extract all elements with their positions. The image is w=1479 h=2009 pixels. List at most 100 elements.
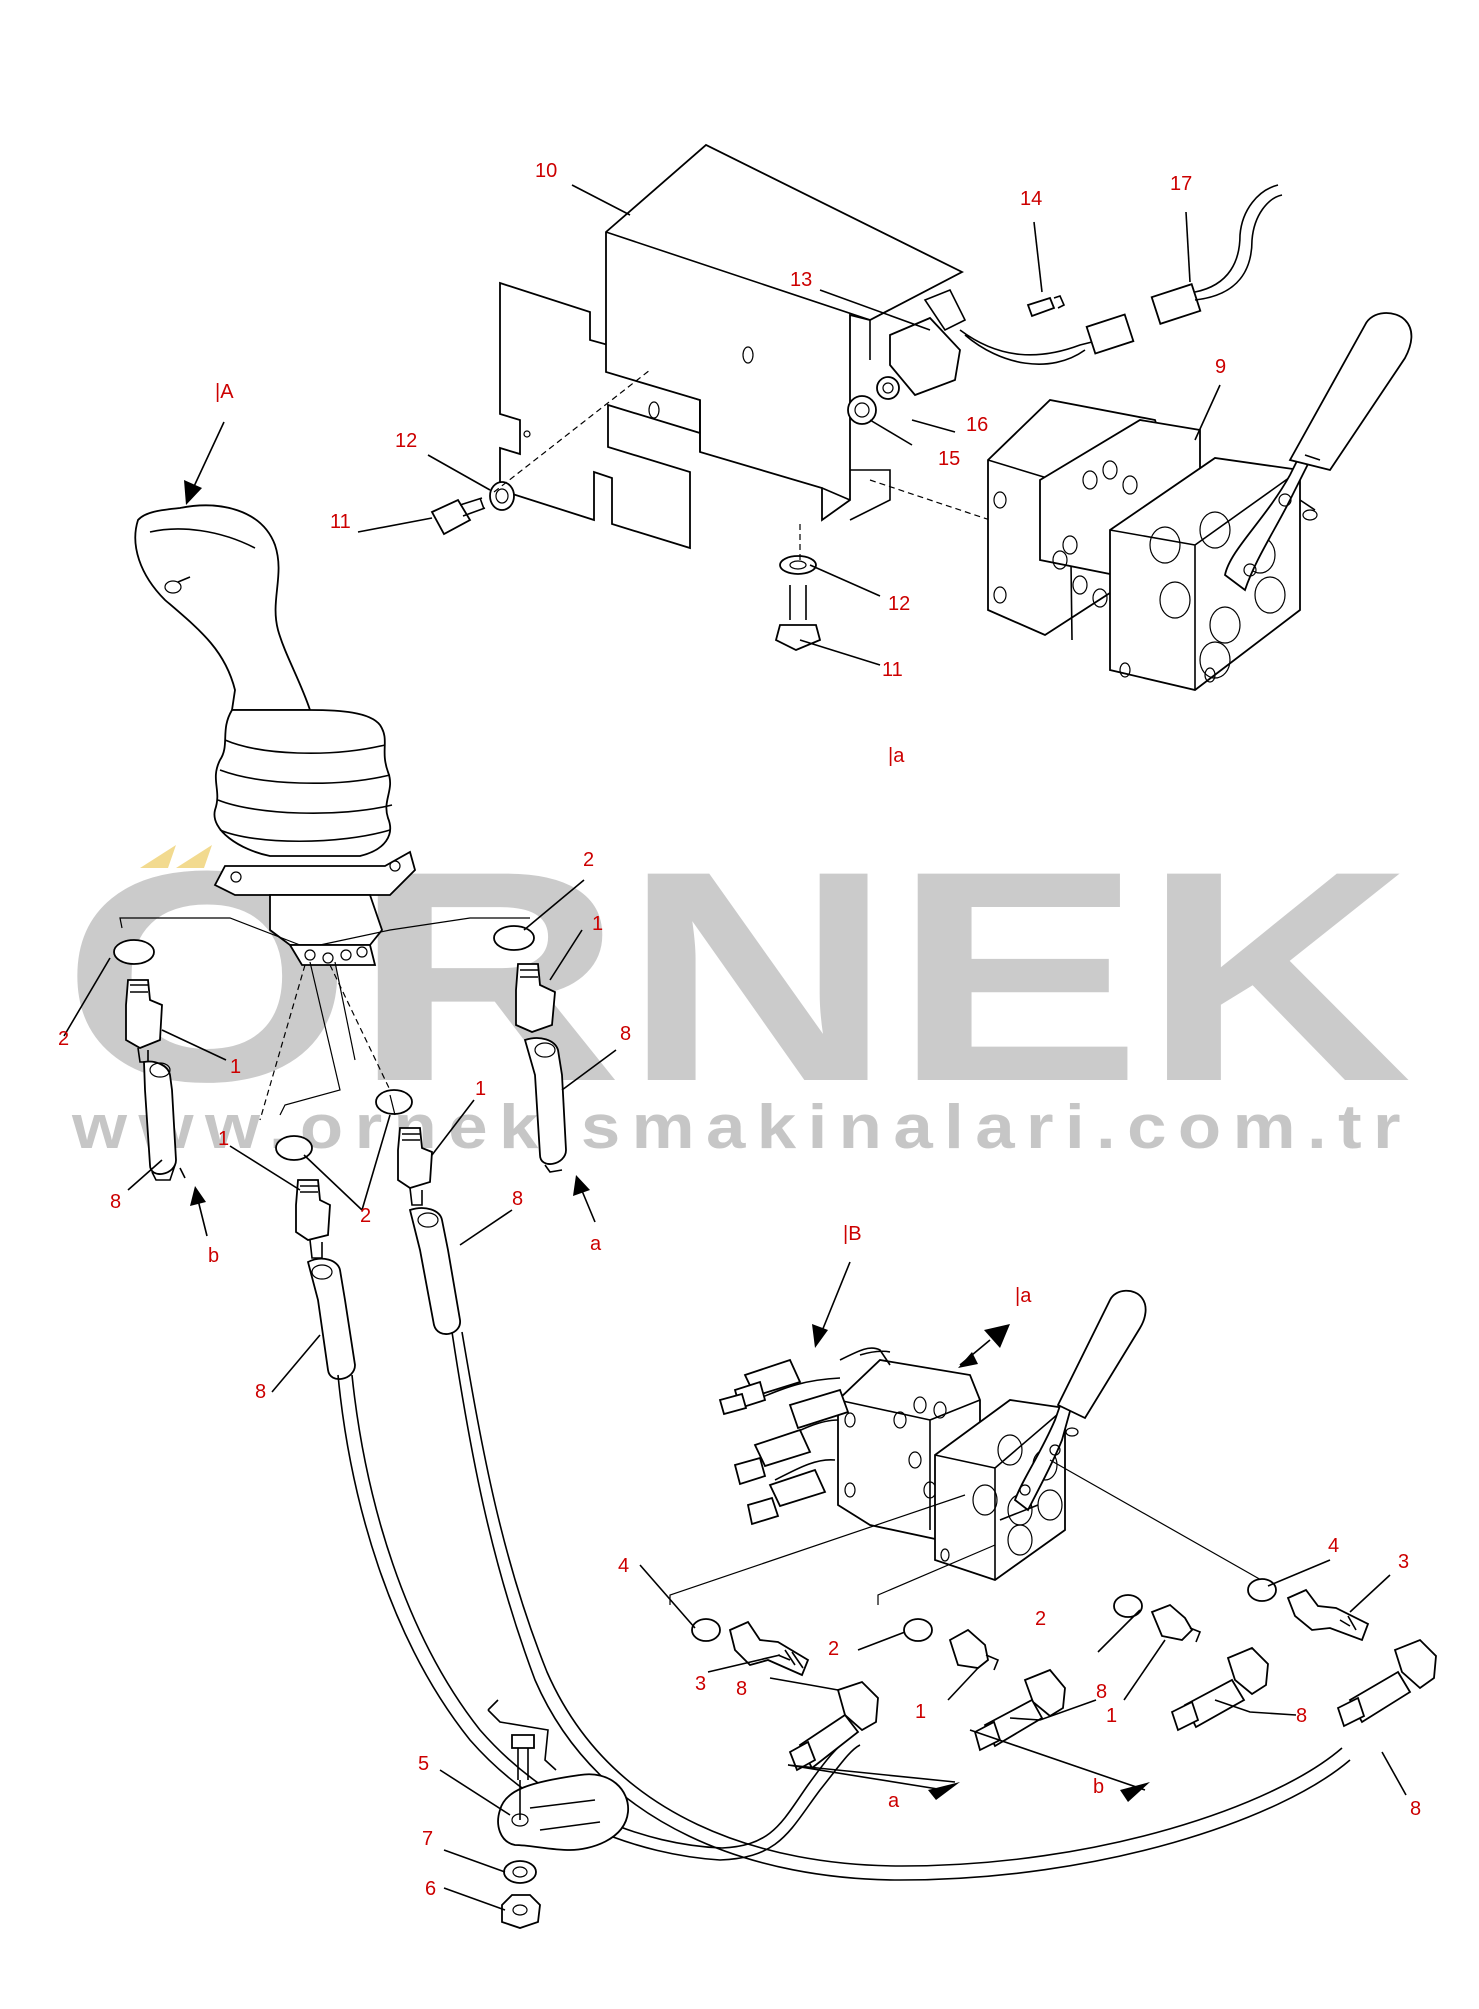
callout-3: 3 bbox=[1398, 1551, 1409, 1573]
callout-3: 3 bbox=[695, 1673, 706, 1695]
bolt-11-left bbox=[430, 498, 472, 536]
callout-2: 2 bbox=[583, 849, 594, 871]
callout-1: 1 bbox=[1106, 1705, 1117, 1727]
callout-16: 16 bbox=[966, 414, 988, 436]
callout-2: 2 bbox=[58, 1028, 69, 1050]
wire-harness bbox=[959, 329, 1101, 365]
view-label-a-bottom: |a bbox=[1015, 1285, 1032, 1307]
callout-8: 8 bbox=[1296, 1705, 1307, 1727]
callout-2: 2 bbox=[1035, 1608, 1046, 1630]
flow-arrow-a2-head bbox=[928, 1782, 960, 1800]
left-fittings bbox=[113, 925, 567, 1380]
callout-14: 14 bbox=[1020, 188, 1042, 210]
o-ring-2-d bbox=[275, 1135, 313, 1161]
callout-labels: 10 14 17 13 9 12 11 16 15 12 11 2 1 8 2 … bbox=[58, 160, 1421, 1900]
hose-elbow-8-h bbox=[1393, 1638, 1437, 1690]
hose-8-d bbox=[306, 1257, 356, 1380]
view-labels: |A |B |a |a bbox=[215, 381, 1032, 1307]
right-fittings bbox=[691, 1578, 1437, 1772]
callout-4: 4 bbox=[1328, 1535, 1339, 1557]
callout-8: 8 bbox=[255, 1381, 266, 1403]
callout-8: 8 bbox=[512, 1188, 523, 1210]
hose-8-a bbox=[143, 1060, 177, 1175]
elbow-3-a bbox=[728, 1620, 810, 1677]
flow-label-b: b bbox=[1093, 1776, 1104, 1798]
o-ring-2-b bbox=[493, 925, 535, 951]
callout-15: 15 bbox=[938, 448, 960, 470]
leader-lines bbox=[63, 184, 1407, 1911]
callout-5: 5 bbox=[418, 1753, 429, 1775]
view-arrow-a bbox=[984, 1324, 1010, 1348]
o-ring-4-b bbox=[1247, 1578, 1277, 1602]
callout-1: 1 bbox=[592, 913, 603, 935]
flow-arrow-b1 bbox=[197, 1199, 208, 1237]
callout-4: 4 bbox=[618, 1555, 629, 1577]
callout-10: 10 bbox=[535, 160, 557, 182]
callout-1: 1 bbox=[230, 1056, 241, 1078]
elbow-3-b bbox=[1286, 1588, 1370, 1642]
callout-17: 17 bbox=[1170, 173, 1192, 195]
joystick-grip bbox=[134, 504, 312, 711]
watermark-accent-icon bbox=[140, 845, 176, 868]
adapter-1-f bbox=[1150, 1603, 1194, 1641]
o-ring-4-a bbox=[691, 1618, 721, 1642]
hose-elbow-8-g bbox=[1226, 1646, 1269, 1696]
adapter-1-e bbox=[948, 1628, 989, 1669]
frame-bracket bbox=[487, 1699, 557, 1771]
direction-arrows bbox=[184, 421, 1150, 1802]
adapter-1-b bbox=[515, 963, 556, 1033]
o-ring-2-f bbox=[1113, 1594, 1143, 1618]
pilot-valve-top bbox=[987, 312, 1413, 691]
adapter-1-c bbox=[397, 1127, 433, 1189]
view-arrow-A bbox=[189, 421, 225, 496]
flow-arrow-b2-head bbox=[1120, 1782, 1150, 1802]
watermark: ORNEK www.ornekismakinalari.com.tr bbox=[62, 808, 1412, 1162]
view-label-a-top: |a bbox=[888, 745, 905, 767]
flow-label-a: a bbox=[590, 1233, 602, 1255]
adapter-1-d bbox=[295, 1179, 331, 1241]
screw-14 bbox=[1026, 296, 1056, 318]
flow-label-b: b bbox=[208, 1245, 219, 1267]
callout-7: 7 bbox=[422, 1828, 433, 1850]
callout-8: 8 bbox=[1096, 1681, 1107, 1703]
callout-12: 12 bbox=[888, 593, 910, 615]
watermark-brand: ORNEK bbox=[62, 808, 1412, 1144]
pilot-valve-bottom bbox=[669, 1289, 1271, 1605]
watermark-url: www.ornekismakinalari.com.tr bbox=[71, 1093, 1412, 1162]
callout-8: 8 bbox=[620, 1023, 631, 1045]
joystick bbox=[119, 504, 530, 1121]
adapter-1-a bbox=[125, 979, 163, 1049]
callout-8: 8 bbox=[736, 1678, 747, 1700]
cover-box bbox=[605, 143, 964, 522]
flow-label-a: a bbox=[888, 1790, 900, 1812]
callout-1: 1 bbox=[218, 1128, 229, 1150]
callout-11: 11 bbox=[882, 659, 903, 681]
callout-2: 2 bbox=[360, 1205, 371, 1227]
view-label-A: |A bbox=[215, 381, 234, 403]
joystick-base bbox=[213, 850, 417, 896]
view-label-B: |B bbox=[843, 1223, 862, 1245]
callout-11: 11 bbox=[330, 511, 351, 533]
switch-block bbox=[889, 316, 961, 397]
callout-6: 6 bbox=[425, 1878, 436, 1900]
flow-arrow-a2 bbox=[787, 1764, 956, 1791]
washer-16 bbox=[876, 376, 900, 400]
callout-1: 1 bbox=[915, 1701, 926, 1723]
bracket-cover bbox=[430, 143, 1283, 651]
nut-15 bbox=[847, 395, 877, 425]
bolt-11-bottom bbox=[774, 624, 822, 651]
callout-8: 8 bbox=[1410, 1798, 1421, 1820]
callout-2: 2 bbox=[828, 1638, 839, 1660]
o-ring-2-e bbox=[903, 1618, 933, 1642]
nut-6 bbox=[501, 1894, 541, 1929]
callout-1: 1 bbox=[475, 1078, 486, 1100]
clamp-5 bbox=[497, 1773, 629, 1851]
view-arrow-B bbox=[819, 1261, 851, 1337]
valve-port-plate-b bbox=[934, 1399, 1066, 1581]
o-ring-2-c bbox=[375, 1089, 413, 1115]
washer-12-left bbox=[489, 481, 515, 511]
callout-12: 12 bbox=[395, 430, 417, 452]
hose-8-b bbox=[523, 1037, 567, 1165]
callout-8: 8 bbox=[110, 1191, 121, 1213]
